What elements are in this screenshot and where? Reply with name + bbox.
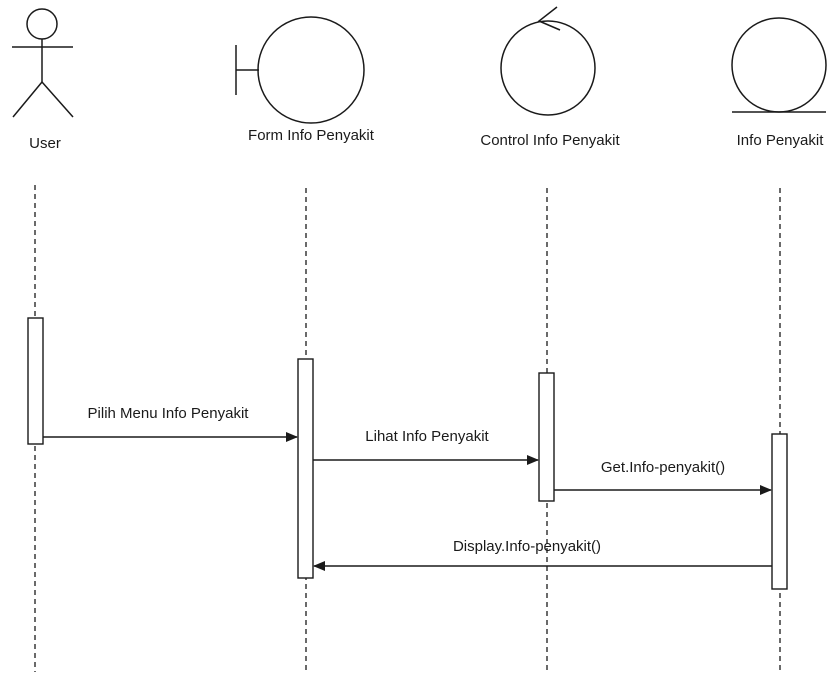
participant-label-control: Control Info Penyakit: [480, 132, 620, 149]
activation-form: [297, 358, 314, 579]
message-label-2: Lihat Info Penyakit: [365, 428, 489, 445]
message-4: Display.Info-penyakit(): [313, 538, 772, 571]
message-3: Get.Info-penyakit(): [554, 459, 772, 495]
actor-icon: [12, 8, 74, 118]
activation-control: [538, 372, 555, 502]
boundary-icon: [235, 16, 365, 124]
participant-label-entity: Info Penyakit: [737, 132, 825, 149]
activation-entity: [771, 433, 788, 590]
participant-form: Form Info Penyakit: [235, 16, 375, 144]
message-label-1: Pilih Menu Info Penyakit: [88, 405, 250, 422]
message-label-4: Display.Info-penyakit(): [453, 538, 601, 555]
participant-label-user: User: [29, 135, 61, 152]
entity-icon: [731, 17, 827, 113]
participant-user: User: [12, 8, 74, 152]
control-icon: [500, 6, 596, 116]
participant-entity: Info Penyakit: [731, 17, 827, 149]
participant-label-form: Form Info Penyakit: [248, 127, 375, 144]
activation-user: [27, 317, 44, 445]
message-label-3: Get.Info-penyakit(): [601, 459, 725, 476]
message-1: Pilih Menu Info Penyakit: [43, 405, 298, 442]
participant-control: Control Info Penyakit: [480, 6, 620, 149]
message-2: Lihat Info Penyakit: [313, 428, 539, 465]
